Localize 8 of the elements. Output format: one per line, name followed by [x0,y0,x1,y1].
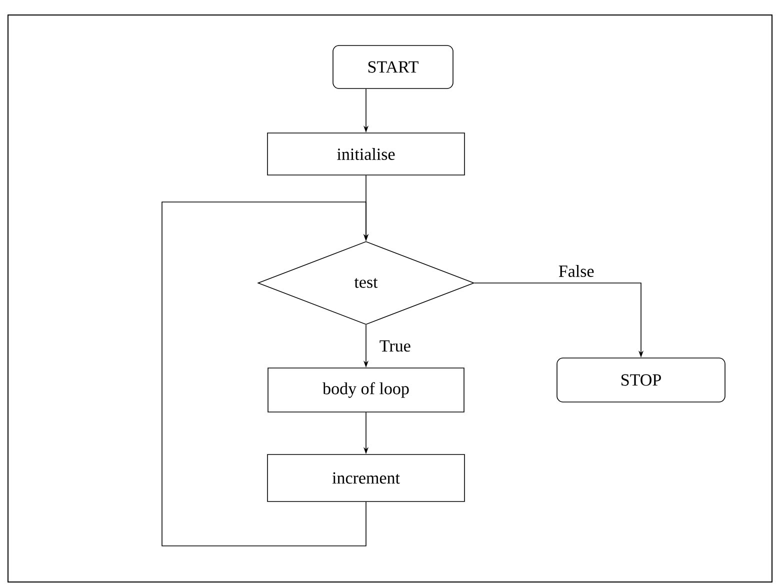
process-box: body of loop [268,368,464,412]
process-box: initialise [267,132,465,176]
arrow [162,202,369,546]
edge-label: True [378,339,412,353]
process-box: increment [267,454,465,502]
edge-label: False [557,264,596,278]
terminal-box: STOP [556,358,726,402]
terminal-box: START [332,45,454,89]
